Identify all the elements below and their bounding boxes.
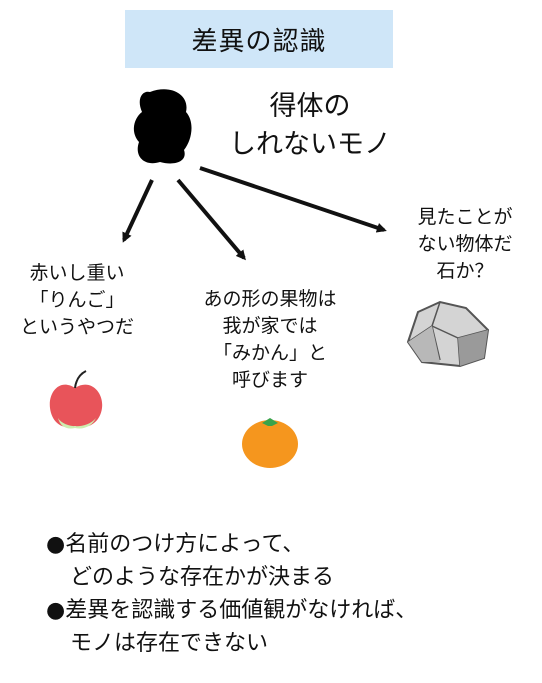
branch-stone-label: 見たことが ない物体だ 石か？ [395,204,535,285]
bullet-continuation: モノは存在できない [70,631,269,656]
apple-icon [49,370,103,429]
bullet-item: ●差異を認識する価値観がなければ、 [46,594,417,627]
branch-mikan-label: あの形の果物は 我が家では 「みかん」と 呼びます [180,286,360,394]
branch-line: 呼びます [231,369,308,391]
mikan-icon [242,418,298,468]
unknown-blob-icon [133,89,192,164]
branch-line: あの形の果物は [203,288,337,310]
diagram-title: 差異の認識 [191,26,327,57]
branch-line: 赤いし重い [29,262,125,284]
branch-line: 「みかん」と [212,342,327,364]
arrow-to-mikan [176,178,246,261]
branch-line: 我が家では [222,315,318,337]
unknown-label: 得体の しれないモノ [205,88,415,164]
arrow-to-apple [122,179,154,243]
conclusion-list: ●名前のつけ方によって、 どのような存在かが決まる ●差異を認識する価値観がなけ… [46,528,417,660]
bullet-item: ●名前のつけ方によって、 [46,528,417,561]
bullet-marker: ● [46,532,66,557]
bullet-marker: ● [46,598,66,623]
arrow-to-stone [199,166,387,233]
bullet-continuation: どのような存在かが決まる [70,565,335,590]
branch-line: ない物体だ [417,233,513,255]
bullet-text: 名前のつけ方によって、 [65,532,305,557]
branch-line: というやつだ [19,316,134,338]
branch-apple-label: 赤いし重い 「りんご」 というやつだ [12,260,142,341]
unknown-line: 得体の [269,91,351,122]
branch-line: 見たことが [417,206,513,228]
unknown-line: しれないモノ [229,129,391,160]
branch-line: 石か？ [436,260,494,282]
title-box: 差異の認識 [125,10,393,68]
bullet-text: 差異を認識する価値観がなければ、 [65,598,418,623]
stone-icon [406,300,490,368]
branch-line: 「りんご」 [29,289,125,311]
